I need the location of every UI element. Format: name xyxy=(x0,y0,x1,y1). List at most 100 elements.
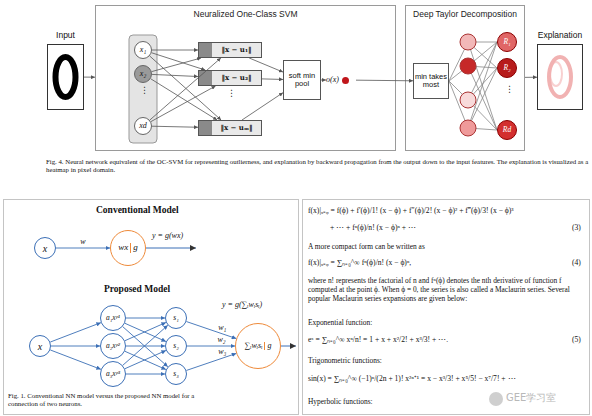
connector-arrow xyxy=(186,322,236,339)
explanation-image: Explanation xyxy=(537,44,583,110)
output-dot xyxy=(342,77,349,84)
node-text: min takes most xyxy=(414,73,448,90)
distance-box: ‖x − u₂‖ xyxy=(198,70,262,86)
connector-arrow xyxy=(50,350,101,369)
input-neuron: x₂ xyxy=(134,65,152,83)
weight-label: w xyxy=(80,237,85,246)
relevance-neuron: Rd xyxy=(497,120,517,140)
node-text: a₁xᵖ¹ xyxy=(106,314,120,322)
connector-arrow xyxy=(186,353,236,370)
node-text: ∑ᵢwᵢsᵢ xyxy=(245,342,266,351)
heatmap-image xyxy=(550,62,562,86)
connector-arrow xyxy=(126,318,165,319)
body-text: where n! represents the factorial of n a… xyxy=(308,276,586,303)
weight-label: w₂ xyxy=(217,335,225,344)
node-text: R₂ xyxy=(503,64,510,72)
node-text: R₁ xyxy=(503,38,510,46)
node-text: Input xyxy=(28,31,103,40)
connector-arrow xyxy=(125,351,166,369)
node-text: s₂ xyxy=(173,342,179,350)
node-text: g xyxy=(133,243,138,253)
node-text: s₃ xyxy=(173,370,179,378)
relevance-neuron: R₂ xyxy=(497,58,517,78)
weight-label: w₁ xyxy=(218,322,226,331)
node-text: x₂ xyxy=(140,70,146,79)
connector-arrow xyxy=(126,374,165,375)
ellipsis-mark: ⋮ xyxy=(227,88,236,98)
hidden-neuron: s₂ xyxy=(165,335,187,357)
distance-box: ‖x − uₘ‖ xyxy=(198,120,262,136)
connector-arrow xyxy=(125,323,166,341)
connector-arrow xyxy=(321,80,326,81)
input-layer-band xyxy=(129,35,157,143)
node-text: wx xyxy=(118,243,131,253)
node-text: ‖x − u₁‖ xyxy=(221,46,251,54)
power-neuron: a₁xᵖ¹ xyxy=(100,305,126,331)
connector-arrow xyxy=(152,58,201,72)
connector-arrow xyxy=(152,74,198,76)
connector-arrow xyxy=(150,58,221,120)
equation-line: f(x)|ₓ₌ᵩ = ∑ₙ₌₀^∞ fⁿ(ϕ)/n! (x − ϕ)ⁿ, xyxy=(308,259,411,268)
node-text: x xyxy=(38,341,42,352)
power-neuron: a₃xᵖ³ xyxy=(100,361,126,387)
output-formula: y = g(∑ᵢwᵢsᵢ) xyxy=(222,300,262,309)
equation-number: (5) xyxy=(572,336,581,345)
output-arrow xyxy=(146,248,196,249)
output-arrow xyxy=(281,346,296,347)
connector-arrow xyxy=(262,78,283,80)
connector-arrow xyxy=(151,86,216,122)
node-text: g xyxy=(267,342,271,351)
equation-line: eˣ = ∑ₙ₌₀^∞ xⁿ/n! = 1 + x + x²/2! + x³/3… xyxy=(308,336,448,345)
activation-neuron: wxg xyxy=(110,230,146,266)
figure-caption: Fig. 1. Conventional NN model versus the… xyxy=(8,392,218,408)
connector-arrow xyxy=(242,93,283,120)
model-title: Conventional Model xyxy=(96,205,179,216)
node-text: Deep Taylor Decomposition xyxy=(413,6,517,19)
connector-arrow xyxy=(123,325,168,365)
hidden-neuron xyxy=(460,58,476,74)
equation-line: f(x)|ₓ₌ᵩ = f(ϕ) + f′(ϕ)/1! (x − ϕ) + f″(… xyxy=(308,207,514,216)
node-text: x₁ xyxy=(140,46,146,55)
weight-label: w₃ xyxy=(218,347,226,356)
body-text: Exponential function: xyxy=(308,318,372,327)
figure-caption: Fig. 4. Neural network equivalent of the… xyxy=(46,158,589,174)
input-neuron: x₁ xyxy=(134,41,152,59)
pool-box: soft min pool xyxy=(283,60,321,100)
node-text: ‖x − uₘ‖ xyxy=(220,124,252,132)
module-panel: Deep Taylor Decompositionmin takes mostR… xyxy=(405,5,525,151)
equation-line: + ⋯ + fⁿ(ϕ)/n! (x − ϕ)ⁿ + ⋯ xyxy=(330,224,416,233)
module-panel: Neuralized One-Class SVM x₁ x₂ xd ‖x − u₁‖ ‖x… xyxy=(95,5,396,151)
connector-arrow xyxy=(56,248,110,249)
output-node: o(x) xyxy=(326,74,356,86)
connector-arrow xyxy=(187,346,235,347)
connector-arrow xyxy=(152,126,198,127)
activation-neuron: ∑ᵢwᵢsᵢg xyxy=(235,323,281,369)
hidden-neuron: s₁ xyxy=(165,307,187,329)
watermark-icon xyxy=(489,392,503,406)
connector-arrow xyxy=(125,322,166,340)
connector-arrow xyxy=(152,50,198,51)
input-neuron: xd xyxy=(134,117,152,135)
node-text: ‖x − u₂‖ xyxy=(221,74,251,82)
model-title: Proposed Model xyxy=(104,284,170,295)
hidden-neuron xyxy=(460,34,476,50)
pool-box: min takes most xyxy=(413,63,449,99)
digit-image xyxy=(56,57,76,97)
output-formula: y = g(wx) xyxy=(152,231,183,240)
node-text: soft min pool xyxy=(284,72,320,89)
connector-arrow xyxy=(123,327,168,367)
input-neuron: x xyxy=(29,335,51,357)
equation-number: (4) xyxy=(572,259,581,268)
node-text: Rd xyxy=(503,126,511,134)
node-text: Neuralized One-Class SVM xyxy=(194,6,298,19)
connector-arrow xyxy=(84,77,95,78)
power-neuron: a₂xᵖ² xyxy=(100,333,126,359)
watermark: GEE学习室 xyxy=(506,392,556,404)
node-text: Explanation xyxy=(518,31,592,40)
node-text: x xyxy=(43,243,47,254)
body-text: Trigonometric functions: xyxy=(308,356,382,365)
heatmap-image xyxy=(549,57,571,97)
connector-arrow xyxy=(50,323,101,342)
connector-arrow xyxy=(150,56,221,120)
body-text: Hyperbolic functions: xyxy=(308,397,373,406)
